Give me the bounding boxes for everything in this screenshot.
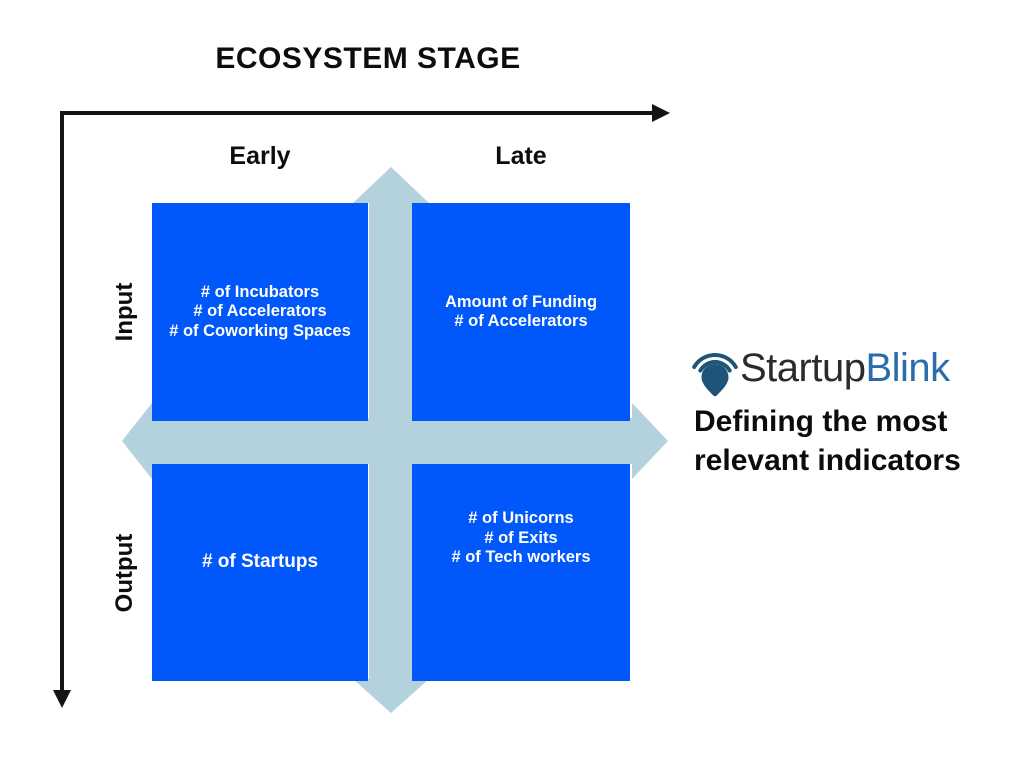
quadrant-line: # of Coworking Spaces	[169, 321, 351, 340]
quadrant-line: # of Incubators	[200, 282, 320, 301]
signal-arc-inner-icon	[698, 360, 732, 373]
map-pin-icon	[701, 364, 729, 397]
quadrant-input-early: # of Incubators # of Accelerators # of C…	[152, 203, 368, 421]
quadrant-line: # of Accelerators	[454, 312, 588, 330]
diagram-title: ECOSYSTEM STAGE	[215, 42, 521, 75]
quadrant-output-early: # of Startups	[152, 464, 368, 681]
quadrant-line: # of Startups	[201, 551, 319, 572]
quadrant-line: # of Unicorns	[468, 509, 574, 528]
x-axis-label-early: Early	[229, 142, 291, 170]
cross-arrow-shape	[122, 167, 668, 713]
quadrant-line: # of Tech workers	[451, 548, 591, 567]
y-axis-label-output: Output	[111, 533, 138, 613]
quadrant-input-late: Amount of Funding # of Accelerators	[412, 203, 630, 421]
tagline-text: Defining the most relevant indicators	[694, 405, 961, 477]
y-axis-label-input: Input	[111, 282, 138, 342]
quadrant-output-late: # of Unicorns # of Exits # of Tech worke…	[412, 464, 630, 681]
quadrant-line: # of Exits	[484, 528, 558, 547]
startupblink-logo: StartupBlink	[692, 338, 1022, 398]
logo-text-blink: Blink	[865, 346, 950, 390]
quadrant-line: Amount of Funding	[444, 292, 598, 311]
logo-wordmark: StartupBlink	[740, 346, 950, 391]
x-axis-label-late: Late	[495, 142, 547, 170]
map-pin-signal-icon	[692, 353, 738, 397]
x-axis-arrowhead-icon	[652, 104, 670, 122]
logo-text-startup: Startup	[740, 346, 866, 390]
signal-arc-outer-icon	[692, 353, 738, 369]
quadrant-line: # of Accelerators	[193, 302, 327, 321]
y-axis-arrowhead-icon	[53, 690, 71, 708]
